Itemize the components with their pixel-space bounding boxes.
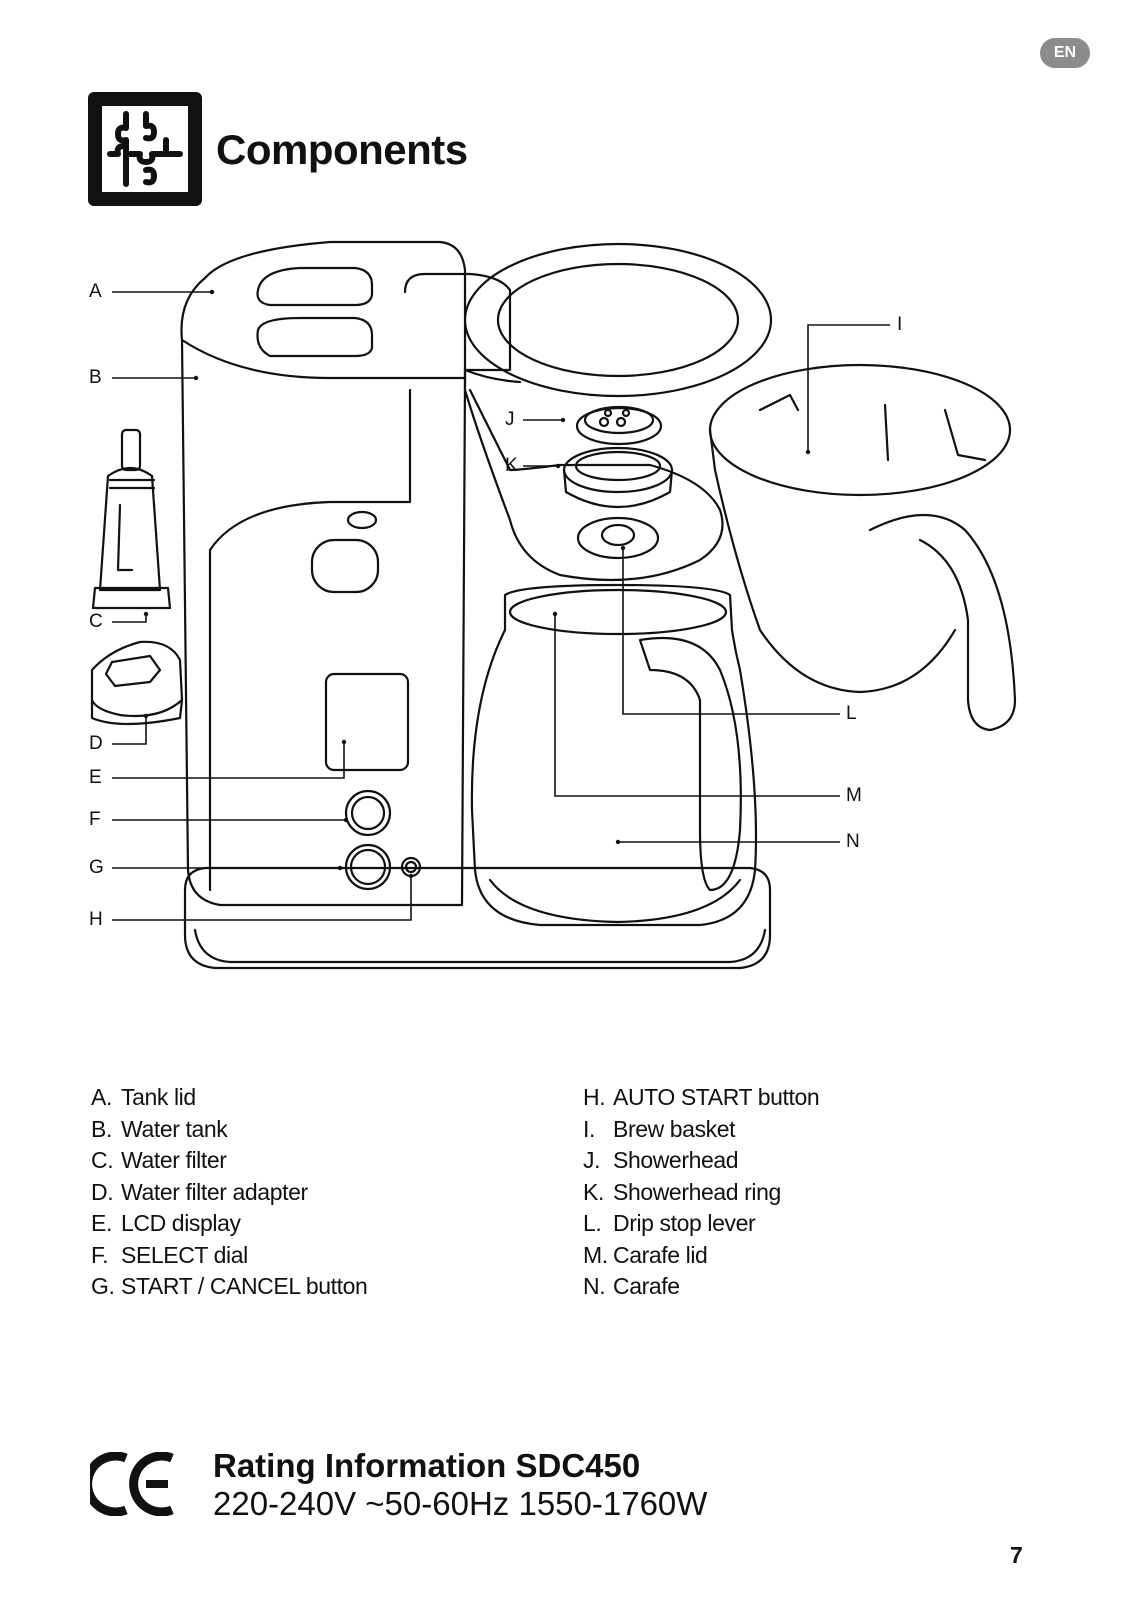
callout-i: I [897,314,903,335]
callout-k: K [505,455,518,476]
legend-item: A. Tank lid [91,1082,367,1114]
legend-key: I. [583,1115,595,1142]
carafe-lid [508,588,728,636]
legend-item: I. Brew basket [583,1114,819,1146]
legend-label: AUTO START button [613,1084,820,1110]
callout-e: E [89,767,102,788]
start-cancel-button [344,843,392,891]
callout-d: D [89,733,103,754]
legend-item: M.Carafe lid [583,1240,819,1272]
legend-label: Showerhead [613,1147,739,1173]
callout-l: L [846,703,857,724]
callout-m: M [846,785,862,806]
components-legend-right: H. AUTO START button I. Brew basket J. Show… [583,1082,820,1303]
legend-label: Tank lid [121,1084,196,1110]
legend-label: Water tank [121,1115,228,1142]
legend-key: F. [91,1241,109,1268]
callout-h: H [89,909,103,930]
legend-key: A. [91,1084,112,1110]
legend-key: B. [91,1115,112,1142]
select-dial [344,789,392,837]
legend-item: L. Drip stop lever [583,1208,819,1240]
components-diagram: A B C D E F G H I J K L M N [0,230,1128,1050]
legend-item: F. SELECT dial [91,1240,367,1272]
legend-label: Carafe lid [613,1241,708,1268]
legend-item: G.START / CANCEL button [91,1271,368,1303]
rating-title: Rating Information SDC450 [213,1447,641,1484]
legend-item: E. LCD display [91,1208,367,1240]
legend-label: LCD display [121,1210,241,1236]
drip-stop-lever [576,516,660,560]
legend-label: Water filter adapter [121,1178,308,1205]
callout-g: G [89,857,104,878]
ce-mark [90,1452,174,1516]
callout-f: F [89,809,101,830]
brew-head-arm [403,272,724,582]
language-badge: EN [1040,38,1090,68]
legend-item: K. Showerhead ring [583,1177,819,1209]
page-number: 7 [1010,1542,1023,1568]
legend-key: L. [583,1210,602,1236]
coffee-maker-illustration [90,240,1017,970]
water-tank [180,240,467,907]
legend-key: G. [91,1273,115,1299]
water-filter [91,428,172,610]
legend-item: J. Showerhead [583,1145,819,1177]
legend-key: C. [91,1147,114,1173]
callout-b: B [89,367,102,388]
legend-item: B. Water tank [91,1114,367,1146]
legend-label: Water filter [121,1147,227,1173]
legend-item: H. AUTO START button [583,1082,820,1114]
lcd-display [324,672,410,772]
legend-item: C. Water filter [91,1145,367,1177]
legend-label: START / CANCEL button [121,1273,368,1299]
legend-label: Drip stop lever [613,1210,756,1236]
legend-label: Brew basket [613,1115,736,1142]
legend-key: M. [583,1241,608,1268]
callout-n: N [846,831,860,852]
legend-label: Carafe [613,1273,680,1299]
legend-key: E. [91,1210,112,1236]
legend-key: D. [91,1178,114,1205]
legend-label: Showerhead ring [613,1178,781,1205]
section-title: Components [216,126,468,173]
legend-key: J. [583,1147,601,1173]
machine-base [183,866,772,970]
legend-item: D. Water filter adapter [91,1177,367,1209]
legend-key: H. [583,1084,606,1110]
legend-label: SELECT dial [121,1241,248,1268]
brew-basket [708,363,1017,732]
showerhead-ring [562,446,674,508]
water-filter-adapter [90,640,184,726]
legend-key: K. [583,1178,604,1205]
callout-j: J [505,409,515,430]
components-legend-left: A. Tank lid B. Water tank C. Water filter D… [91,1082,368,1303]
tank-lid [180,338,467,380]
tank-window [310,538,380,594]
callout-c: C [89,611,103,632]
legend-item: N. Carafe [583,1271,819,1303]
puzzle-icon [88,92,202,206]
legend-key: N. [583,1273,606,1299]
showerhead [575,405,663,446]
rating-value: 220-240V ~50-60Hz 1550-1760W [213,1485,708,1522]
callout-a: A [89,281,102,302]
brew-lid [463,242,773,398]
carafe [470,583,758,927]
